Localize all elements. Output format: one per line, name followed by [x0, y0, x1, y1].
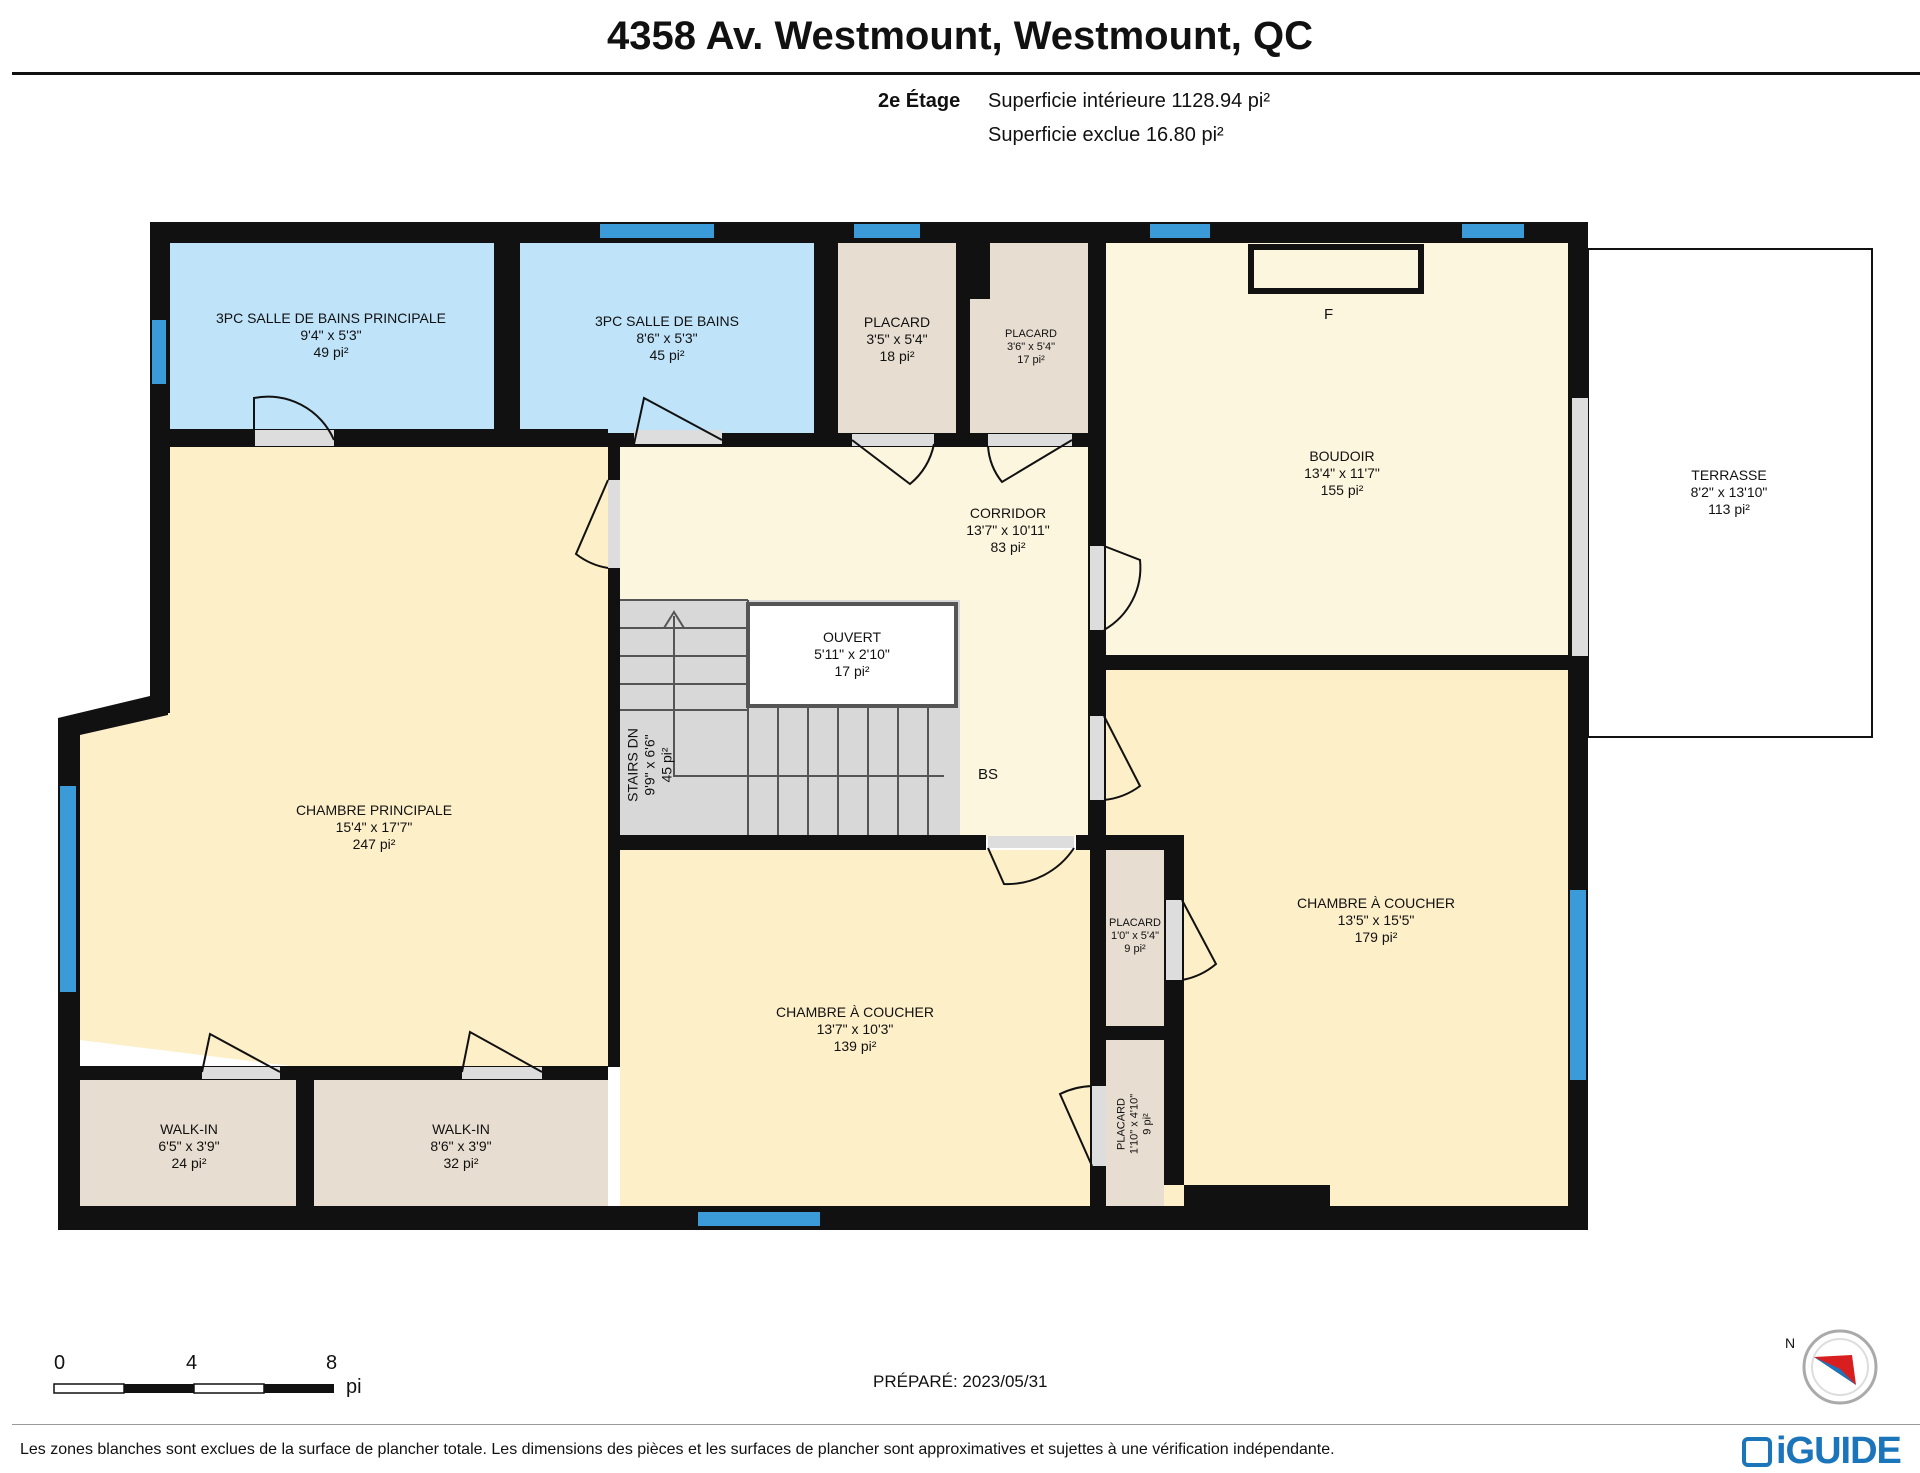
- title-divider: [12, 72, 1920, 75]
- prepared-date: PRÉPARÉ: 2023/05/31: [873, 1372, 1048, 1391]
- room-fill-closet-3: [1106, 850, 1164, 1026]
- fireplace-label: F: [1324, 306, 1334, 323]
- room-fill-walkin-1: [80, 1080, 296, 1206]
- brand-icon: [1742, 1437, 1772, 1467]
- room-fill-closet-1: [838, 243, 956, 433]
- scale-bar-graphic: [53, 1383, 334, 1394]
- interior-area: Superficie intérieure 1128.94 pi²: [988, 90, 1271, 112]
- floor-label: 2e Étage: [878, 90, 961, 112]
- room-fill-open: [746, 602, 958, 708]
- windows: [60, 224, 1586, 1226]
- compass-icon: [1802, 1329, 1878, 1405]
- scale-unit: pi: [346, 1376, 362, 1398]
- scale-tick-4: 4: [186, 1352, 198, 1374]
- room-fill-master-bedroom: [80, 447, 608, 1066]
- room-fill-boudoir: [1106, 243, 1568, 655]
- footer-divider: [12, 1424, 1920, 1425]
- brand-logo: iGUIDE: [1742, 1430, 1902, 1473]
- room-fill-closet-4: [1106, 1040, 1164, 1206]
- brand-name: iGUIDE: [1776, 1430, 1902, 1472]
- room-fill-bedroom-bottom: [620, 850, 1090, 1206]
- compass-north-label: N: [1785, 1335, 1796, 1351]
- excluded-area: Superficie exclue 16.80 pi²: [988, 124, 1224, 146]
- page-title: 4358 Av. Westmount, Westmount, QC: [606, 14, 1314, 58]
- scale-tick-0: 0: [54, 1352, 66, 1374]
- scale-tick-8: 8: [326, 1352, 338, 1374]
- doors: [201, 395, 1588, 1167]
- footer-disclaimer: Les zones blanches sont exclues de la su…: [20, 1441, 1335, 1458]
- room-fill-walkin-2: [314, 1080, 608, 1206]
- room-fill-bath: [520, 243, 814, 433]
- stair-treads: [620, 599, 944, 835]
- bench-label: BS: [978, 766, 999, 783]
- room-fill-master-bath: [168, 243, 494, 429]
